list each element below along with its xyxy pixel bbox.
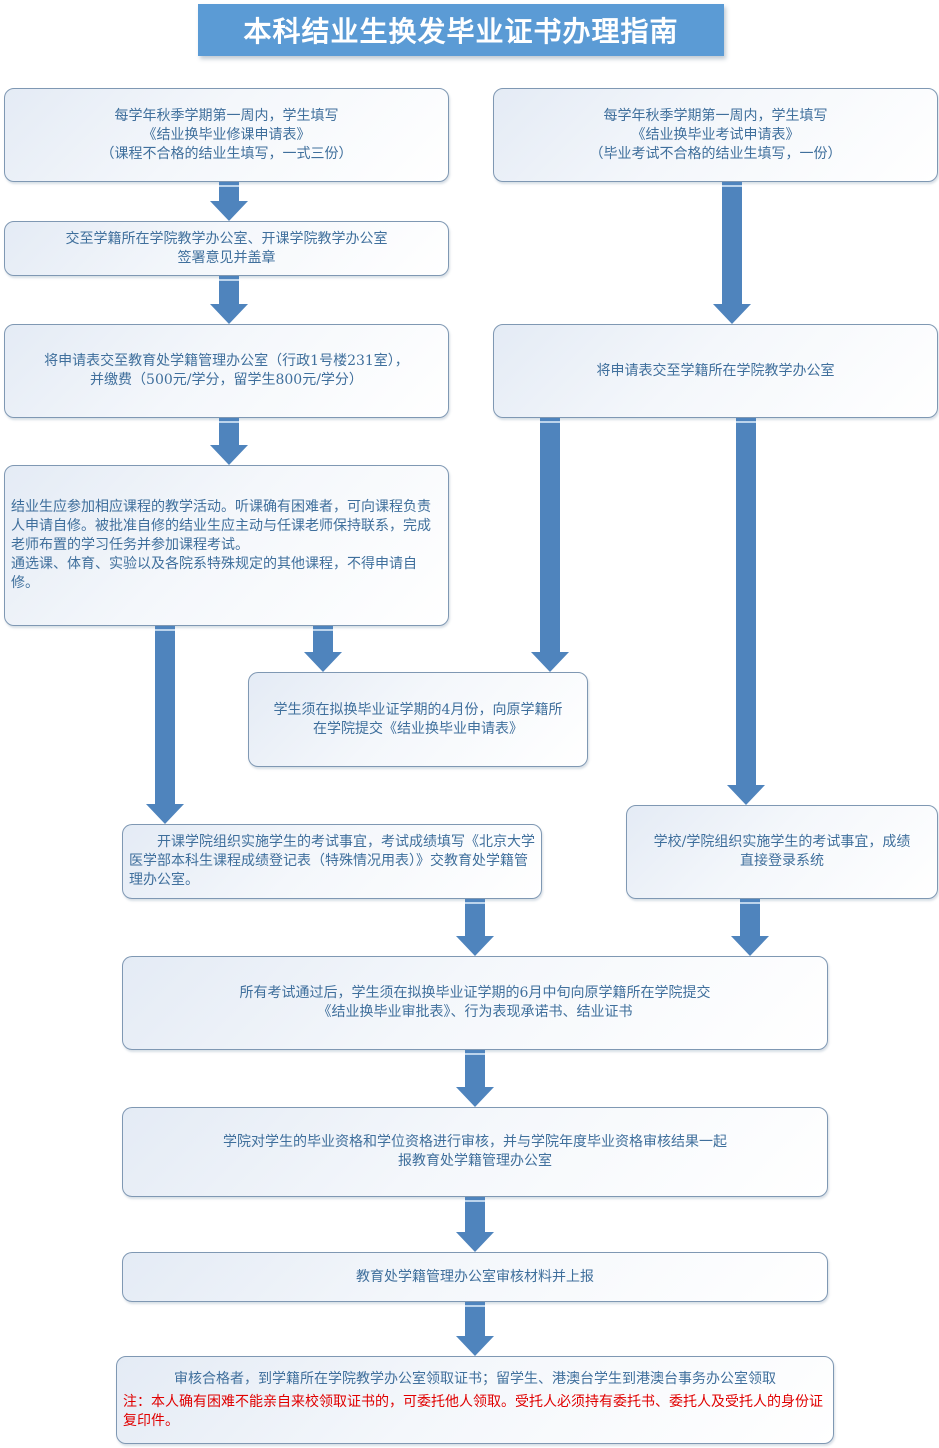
arrow-head — [727, 785, 765, 805]
common-step-1-text: 所有考试通过后，学生须在拟换毕业证学期的6月中旬向原学籍所在学院提交 《结业换毕… — [239, 985, 711, 1020]
left-step-course-application: 每学年秋季学期第一周内，学生填写 《结业换毕业修课申请表》 （课程不合格的结业生… — [4, 88, 449, 182]
collect-certificate-text: 审核合格者，到学籍所在学院教学办公室领取证书；留学生、港澳台学生到港澳台事务办公… — [174, 1370, 776, 1387]
arrow-right-2-to-exam-arrow-icon — [727, 418, 765, 805]
arrow-shaft — [540, 418, 560, 653]
right-step-2-text: 将申请表交至学籍所在学院教学办公室 — [596, 362, 835, 379]
arrow-shaft — [219, 276, 239, 305]
arrow-left-1-to-2-arrow-icon — [210, 182, 248, 221]
common-step-collect-certificate: 审核合格者，到学籍所在学院教学办公室领取证书；留学生、港澳台学生到港澳台事务办公… — [116, 1356, 834, 1444]
arrow-head — [146, 804, 184, 824]
arrow-right-exam-to-common-arrow-icon — [731, 899, 769, 956]
arrow-head — [456, 1232, 494, 1252]
arrow-head — [713, 304, 751, 324]
left-step-self-study-rules: 结业生应参加相应课程的教学活动。听课确有困难者，可向课程负责人申请自修。被批准自… — [4, 465, 449, 626]
common-step-approval-submission: 所有考试通过后，学生须在拟换毕业证学期的6月中旬向原学籍所在学院提交 《结业换毕… — [122, 956, 828, 1050]
arrow-shaft — [465, 1050, 485, 1088]
arrow-head — [210, 304, 248, 324]
left-step-3-text: 将申请表交至教育处学籍管理办公室（行政1号楼231室）， 并缴费（500元/学分… — [44, 353, 409, 388]
arrow-left-exam-to-common-arrow-icon — [456, 899, 494, 956]
arrow-common-1-to-2-arrow-icon — [456, 1050, 494, 1107]
left-step-2-text: 交至学籍所在学院教学办公室、开课学院教学办公室 签署意见并盖章 — [65, 230, 388, 266]
arrow-shaft — [219, 418, 239, 446]
left-step-4-text: 结业生应参加相应课程的教学活动。听课确有困难者，可向课程负责人申请自修。被批准自… — [11, 499, 431, 591]
arrow-left-2-to-3-arrow-icon — [210, 276, 248, 324]
middle-step-graduation-application: 学生须在拟换毕业证学期的4月份，向原学籍所 在学院提交《结业换毕业申请表》 — [248, 672, 588, 767]
arrow-shaft — [465, 899, 485, 937]
arrow-head — [531, 652, 569, 672]
arrow-head — [731, 936, 769, 956]
left-step-sign-and-seal: 交至学籍所在学院教学办公室、开课学院教学办公室 签署意见并盖章 — [4, 221, 449, 276]
right-step-3-text: 学校/学院组织实施学生的考试事宜，成绩 直接登录系统 — [653, 834, 911, 869]
arrow-head — [456, 1336, 494, 1356]
right-step-school-exam: 学校/学院组织实施学生的考试事宜，成绩 直接登录系统 — [626, 805, 938, 899]
right-step-exam-application: 每学年秋季学期第一周内，学生填写 《结业换毕业考试申请表》 （毕业考试不合格的结… — [493, 88, 938, 182]
arrow-right-2-to-middle-arrow-icon — [531, 418, 569, 672]
arrow-head — [456, 936, 494, 956]
arrow-left-4-to-exam-arrow-icon — [146, 626, 184, 824]
common-step-2-text: 学院对学生的毕业资格和学位资格进行审核，并与学院年度毕业资格审核结果一起 报教育… — [223, 1134, 727, 1169]
arrow-shaft — [219, 182, 239, 202]
arrow-shaft — [155, 626, 175, 805]
right-step-submit-to-college: 将申请表交至学籍所在学院教学办公室 — [493, 324, 938, 418]
left-step-submit-and-pay: 将申请表交至教育处学籍管理办公室（行政1号楼231室）， 并缴费（500元/学分… — [4, 324, 449, 418]
arrow-shaft — [465, 1302, 485, 1337]
right-step-1-text: 每学年秋季学期第一周内，学生填写 《结业换毕业考试申请表》 （毕业考试不合格的结… — [589, 107, 842, 162]
arrow-right-1-to-2-arrow-icon — [713, 182, 751, 324]
proxy-collection-note: 注：本人确有困难不能亲自来校领取证书的，可委托他人领取。受托人必须持有委托书、委… — [123, 1393, 823, 1429]
middle-step-text: 学生须在拟换毕业证学期的4月份，向原学籍所 在学院提交《结业换毕业申请表》 — [273, 701, 563, 737]
arrow-left-4-to-middle-arrow-icon — [304, 626, 342, 672]
arrow-shaft — [465, 1197, 485, 1233]
arrow-shaft — [722, 182, 742, 305]
arrow-common-3-to-final-arrow-icon — [456, 1302, 494, 1356]
arrow-shaft — [740, 899, 760, 937]
arrow-head — [456, 1087, 494, 1107]
arrow-head — [304, 652, 342, 672]
arrow-head — [210, 201, 248, 221]
common-step-3-text: 教育处学籍管理办公室审核材料并上报 — [356, 1268, 594, 1285]
left-step-5-text: 开课学院组织实施学生的考试事宜，考试成绩填写《北京大学医学部本科生课程成绩登记表… — [129, 834, 535, 888]
arrow-head — [210, 445, 248, 465]
arrow-left-3-to-4-arrow-icon — [210, 418, 248, 465]
common-step-college-review: 学院对学生的毕业资格和学位资格进行审核，并与学院年度毕业资格审核结果一起 报教育… — [122, 1107, 828, 1197]
common-step-office-review: 教育处学籍管理办公室审核材料并上报 — [122, 1252, 828, 1302]
arrow-shaft — [313, 626, 333, 653]
left-step-course-exam: 开课学院组织实施学生的考试事宜，考试成绩填写《北京大学医学部本科生课程成绩登记表… — [122, 824, 542, 899]
page-title: 本科结业生换发毕业证书办理指南 — [198, 4, 724, 56]
left-step-1-text: 每学年秋季学期第一周内，学生填写 《结业换毕业修课申请表》 （课程不合格的结业生… — [100, 107, 353, 162]
arrow-common-2-to-3-arrow-icon — [456, 1197, 494, 1252]
arrow-shaft — [736, 418, 756, 786]
